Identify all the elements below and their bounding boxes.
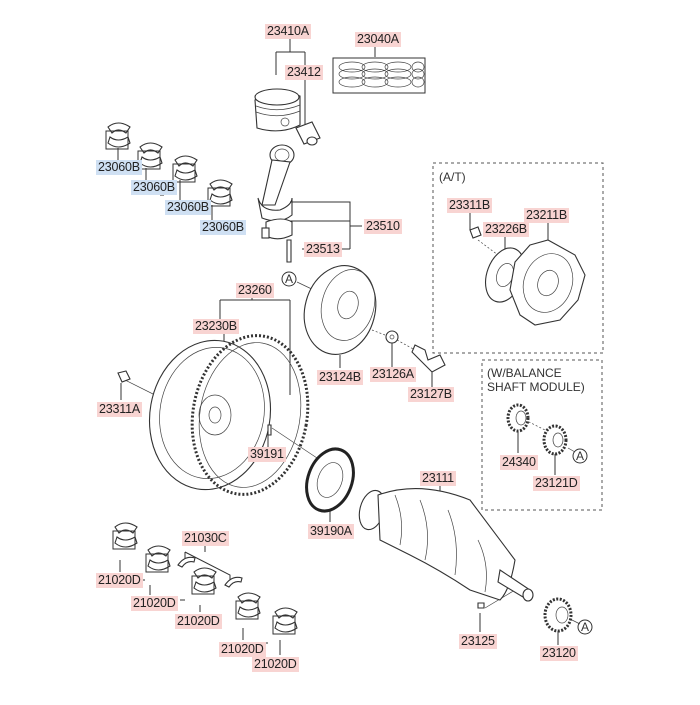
part-label-23230B[interactable]: 23230B	[193, 319, 239, 334]
bearing-shells-lower	[112, 522, 298, 635]
part-label-23040A[interactable]: 23040A	[355, 32, 401, 47]
part-label-39190A[interactable]: 39190A	[308, 524, 354, 539]
part-label-23127B[interactable]: 23127B	[408, 387, 454, 402]
part-label-23510[interactable]: 23510	[364, 219, 402, 234]
part-label-23410A[interactable]: 23410A	[265, 24, 311, 39]
part-label-21020D-5[interactable]: 21020D	[252, 657, 299, 672]
piston-drawing	[254, 88, 321, 146]
part-label-21020D-2[interactable]: 21020D	[131, 596, 178, 611]
reference-marker-a: A	[581, 620, 590, 634]
part-label-23412[interactable]: 23412	[285, 65, 323, 80]
bearing-shells-upper	[105, 122, 233, 207]
part-label-23111[interactable]: 23111	[420, 471, 456, 486]
connecting-rod-drawing	[257, 144, 295, 263]
part-label-23260[interactable]: 23260	[236, 283, 274, 298]
crank-pulley-drawing	[303, 265, 446, 373]
part-label-39191[interactable]: 39191	[248, 447, 286, 462]
part-label-21020D-1[interactable]: 21020D	[96, 573, 143, 588]
part-label-21020D-4[interactable]: 21020D	[219, 642, 266, 657]
part-label-23060B-3[interactable]: 23060B	[165, 200, 211, 215]
part-label-21030C[interactable]: 21030C	[182, 531, 229, 546]
reference-markers	[281, 271, 593, 635]
balance-shaft-group-note: (W/BALANCE SHAFT MODULE)	[487, 366, 585, 394]
crankshaft-drawing	[358, 488, 534, 609]
ring-gear-drawing	[190, 334, 310, 496]
part-label-23125[interactable]: 23125	[459, 634, 497, 649]
reference-marker-a: A	[576, 449, 585, 463]
part-label-23120[interactable]: 23120	[540, 646, 578, 661]
part-label-23211B[interactable]: 23211B	[524, 208, 569, 223]
piston-ring-set-drawing	[332, 57, 426, 94]
part-label-23121D[interactable]: 23121D	[533, 476, 580, 491]
reference-marker-a: A	[285, 272, 294, 286]
crank-sprocket-drawing	[543, 597, 573, 633]
part-label-23513[interactable]: 23513	[304, 242, 342, 257]
part-label-23311A[interactable]: 23311A	[97, 402, 142, 417]
part-label-23226B[interactable]: 23226B	[483, 222, 529, 237]
at-group-note: (A/T)	[439, 170, 466, 184]
balance-shaft-gears-drawing	[506, 403, 568, 456]
part-label-23060B-1[interactable]: 23060B	[96, 160, 142, 175]
flywheel-drawing	[117, 339, 272, 491]
reluctor-wheel-drawing	[305, 447, 355, 513]
part-label-21020D-3[interactable]: 21020D	[175, 614, 222, 629]
part-label-23060B-2[interactable]: 23060B	[131, 180, 177, 195]
part-label-23311B[interactable]: 23311B	[447, 198, 492, 213]
part-label-23060B-4[interactable]: 23060B	[200, 220, 246, 235]
part-label-23124B[interactable]: 23124B	[317, 370, 363, 385]
drive-plate-drawing	[469, 226, 586, 326]
part-label-24340[interactable]: 24340	[500, 455, 538, 470]
part-label-23126A[interactable]: 23126A	[370, 367, 416, 382]
